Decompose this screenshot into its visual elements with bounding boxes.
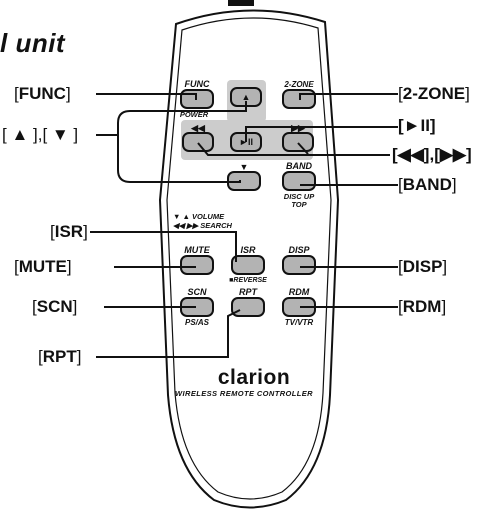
play-pause-icon: ►II [239, 137, 253, 147]
mute-label: MUTE [184, 245, 210, 255]
isr-label: ISR [240, 245, 256, 255]
top-label: TOP [291, 200, 307, 209]
leader-rpt [96, 309, 241, 358]
callout-seek: [◀◀],[▶▶] [392, 145, 472, 164]
callout-two-zone: [2-ZONE] [398, 84, 470, 103]
callout-scn: [SCN] [32, 297, 78, 316]
search-label: ◀◀ ▶▶ SEARCH [173, 221, 232, 230]
remote-body-inner [166, 17, 332, 500]
rpt-button[interactable] [231, 297, 265, 317]
leader-play [245, 126, 398, 142]
section-heading: l unit [0, 28, 66, 58]
band-label: BAND [286, 161, 312, 171]
brand-logo: clarion [217, 366, 291, 389]
disp-button[interactable] [282, 255, 316, 275]
callout-rdm: [RDM] [398, 297, 447, 316]
down-arrow-icon: ▼ [239, 162, 249, 172]
callout-mute: [MUTE] [14, 257, 72, 276]
volume-label: ▼ ▲ VOLUME [173, 212, 225, 221]
leader-seek [197, 142, 390, 156]
isr-button[interactable] [231, 255, 265, 275]
ir-window [228, 0, 254, 6]
callout-disp: [DISP] [398, 257, 448, 276]
rew-button[interactable] [182, 132, 214, 152]
brand-subtitle: WIRELESS REMOTE CONTROLLER [175, 389, 313, 398]
two-zone-label: 2-ZONE [284, 80, 314, 89]
rdm-label: RDM [288, 287, 310, 297]
leader-seek-ff [297, 142, 309, 155]
callout-play-pause: [►II] [398, 116, 436, 135]
up-arrow-icon: ▲ [241, 92, 251, 102]
leader-func [96, 93, 197, 100]
ff-button[interactable] [282, 132, 314, 152]
leader-two-zone [299, 93, 398, 100]
leader-isr [90, 231, 237, 262]
callout-func-text: FUNC [18, 84, 66, 103]
callout-band: [BAND] [398, 175, 457, 194]
callout-rpt: [RPT] [38, 347, 82, 366]
callout-up-down: [ ▲ ],[ ▼ ] [2, 125, 79, 144]
reverse-label: ■REVERSE [229, 277, 267, 284]
rpt-label: RPT [239, 287, 257, 297]
mute-button[interactable] [180, 255, 214, 275]
power-label: POWER [179, 110, 209, 119]
leader-up-down-bracket [117, 101, 247, 183]
func-label: FUNC [184, 79, 210, 89]
callout-func: [FUNC] [14, 84, 71, 103]
tv-vtr-label: TV/VTR [284, 318, 314, 327]
disc-up-label: DISC UP [283, 192, 315, 201]
rewind-icon: ◀◀ [191, 123, 205, 133]
ps-as-label: PS/AS [184, 318, 209, 327]
band-button[interactable] [282, 171, 316, 191]
callout-isr: [ISR] [50, 222, 88, 241]
disp-label: DISP [288, 245, 310, 255]
scn-label: SCN [187, 287, 207, 297]
fast-forward-icon: ▶▶ [291, 123, 305, 133]
